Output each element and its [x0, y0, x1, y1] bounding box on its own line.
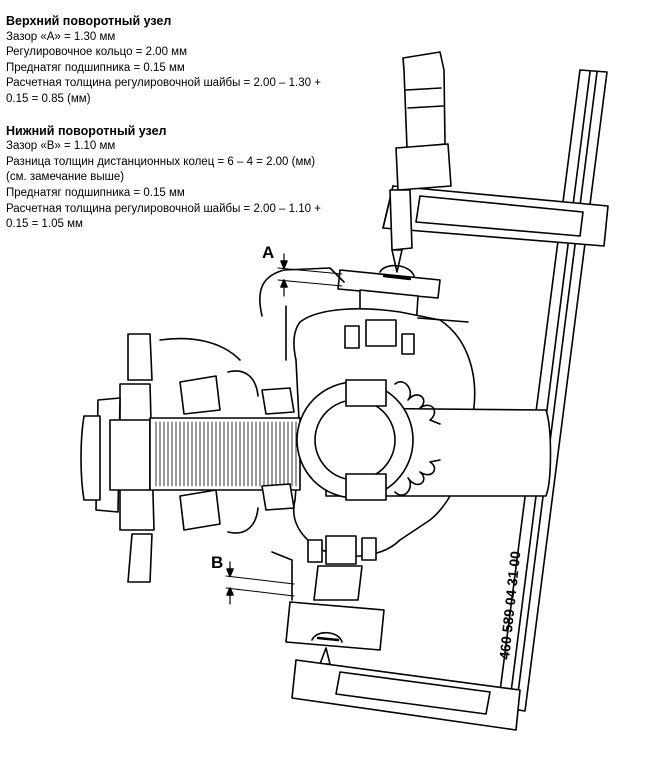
- upper-line-adjusting-ring: Регулировочное кольцо = 2.00 мм: [6, 46, 187, 59]
- cv-joint: [296, 379, 441, 501]
- lower-line-spacer-diff: Разница толщин дистанционных колец = 6 –…: [6, 155, 316, 168]
- upper-line-clearance-a: Зазор «А» = 1.30 мм: [6, 30, 116, 43]
- wheel-hub-flange: [80, 333, 155, 583]
- label-a: A: [262, 243, 274, 262]
- clearance-a-marker: [277, 253, 343, 297]
- label-b: B: [211, 553, 223, 572]
- lower-line-bearing-preload: Преднатяг подшипника = 0.15 мм: [6, 186, 185, 199]
- lower-line-clearance-b: Зазор «В» = 1.10 мм: [6, 140, 116, 153]
- clearance-b-marker: [225, 561, 295, 605]
- upper-clamp-arm: [382, 185, 609, 247]
- upper-line-shim-result: 0.15 = 0.85 (мм): [6, 92, 91, 105]
- lower-line-shim-calc: Расчетная толщина регулировочной шайбы =…: [6, 202, 321, 215]
- upper-bearing: [344, 317, 469, 355]
- lower-line-shim-result: 0.15 = 1.05 мм: [6, 218, 83, 231]
- calculation-notes: Верхний поворотный узел Зазор «А» = 1.30…: [6, 14, 386, 233]
- upper-line-shim-calc: Расчетная толщина регулировочной шайбы =…: [6, 77, 321, 90]
- lower-pressure-plate: [285, 601, 385, 665]
- lower-clamp-arm: [291, 659, 521, 731]
- lower-pivot-title: Нижний поворотный узел: [6, 123, 167, 138]
- upper-line-bearing-preload: Преднатяг подшипника = 0.15 мм: [6, 61, 185, 74]
- lower-bearing: [307, 535, 377, 601]
- clamp-handle: [389, 51, 452, 273]
- upper-pivot-title: Верхний поворотный узел: [6, 14, 172, 28]
- lower-line-note-ref: (см. замечание выше): [6, 171, 125, 184]
- hub-bearings: [179, 370, 295, 534]
